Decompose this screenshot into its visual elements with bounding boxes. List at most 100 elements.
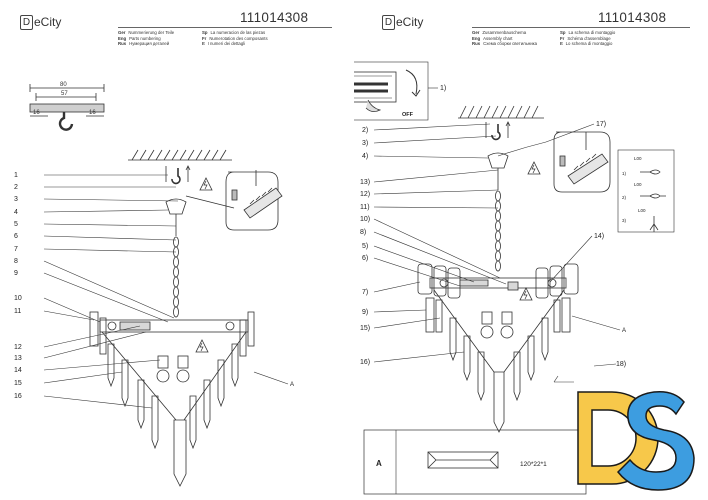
callout-a-label: A <box>622 328 626 334</box>
step-label: 17) <box>596 121 606 128</box>
step-label: 8) <box>360 229 366 236</box>
svg-text:L00: L00 <box>634 156 642 161</box>
step-label: 18) <box>616 361 626 368</box>
part-label: 15 <box>14 380 22 387</box>
ceiling-hook <box>171 168 181 185</box>
step-label: 7) <box>362 289 368 296</box>
frame-bolt-right <box>225 321 235 331</box>
screw-arrow <box>185 165 191 171</box>
parts-diagram: 80 57 16 16 1 2 3 4 5 6 7 8 9 10 11 12 1… <box>14 82 294 487</box>
crystal-row-left <box>89 311 107 355</box>
part-number-labels: 1 2 3 4 5 6 7 8 9 10 11 12 13 14 15 16 <box>14 172 22 400</box>
junction-box <box>119 321 151 331</box>
step-label: 11) <box>360 204 370 211</box>
crystal-row-lower <box>425 297 571 333</box>
wiring-leader <box>185 195 235 209</box>
hanging-crystals-left <box>107 343 159 450</box>
bracket-dim-left: 16 <box>33 110 40 116</box>
step-label: 2) <box>362 127 368 134</box>
step-label: 12) <box>360 191 370 198</box>
part-label: 14 <box>14 367 22 374</box>
frame-bolt-left <box>107 321 117 331</box>
ceiling-hatch <box>458 105 544 119</box>
ceiling-hatch <box>128 149 232 161</box>
callout-a-label: A <box>290 382 294 388</box>
step-label: 9) <box>362 309 368 316</box>
brand-logo-mark: D <box>20 14 33 30</box>
part-label: 10 <box>14 295 22 302</box>
step-label: 5) <box>362 243 368 250</box>
part-label: 12 <box>14 344 22 351</box>
arm-right <box>183 331 247 421</box>
ceiling-canopy <box>487 152 509 169</box>
step-leaders <box>373 123 621 367</box>
mounting-bracket-detail <box>29 84 105 131</box>
svg-text:3): 3) <box>622 218 627 223</box>
central-pendant-crystal <box>173 419 187 487</box>
chandelier-frame <box>429 277 567 289</box>
ds-logo-s-icon <box>617 390 695 491</box>
part-label: 8 <box>14 258 18 265</box>
step-label: 16) <box>360 359 370 366</box>
step-label: 14) <box>594 233 604 240</box>
model-number: 111014308 <box>240 10 309 25</box>
svg-text:1): 1) <box>622 171 627 176</box>
header-divider <box>472 27 690 28</box>
warning-triangle-icon <box>519 287 533 301</box>
step-label: 15) <box>360 325 370 332</box>
brand-logo-mark: D <box>382 14 395 30</box>
part-label: 4 <box>14 209 18 216</box>
switch-off-detail <box>354 61 429 121</box>
ds-watermark-logo <box>577 390 695 491</box>
part-label: 13 <box>14 355 22 362</box>
part-label: 16 <box>14 393 22 400</box>
part-a-size: 120*22*1 <box>520 461 547 468</box>
wiring-steps-panel <box>617 149 675 233</box>
step-label: 3) <box>362 140 368 147</box>
svg-text:L00: L00 <box>638 208 646 213</box>
part-label: 3 <box>14 196 18 203</box>
brand-logo-text: eCity <box>396 15 424 29</box>
bracket-dim-right: 16 <box>89 110 96 116</box>
step-label: 13) <box>360 179 370 186</box>
bulb-left <box>480 311 494 339</box>
step-label: 4) <box>362 153 368 160</box>
part-label: 6 <box>14 233 18 240</box>
brand-logo-text: eCity <box>34 15 62 29</box>
svg-text:2): 2) <box>622 195 627 200</box>
step-label: 1) <box>440 85 446 92</box>
bracket-dim-inner: 57 <box>61 91 68 97</box>
step-label: 10) <box>360 216 370 223</box>
hanging-crystals <box>449 317 549 433</box>
part-label: 2 <box>14 184 18 191</box>
crystal-row-right <box>239 311 255 357</box>
warning-triangle-icon <box>527 161 541 175</box>
bracket-dim-overall: 80 <box>60 82 67 88</box>
model-number: 111014308 <box>598 10 667 25</box>
header-divider <box>118 27 332 28</box>
part-leaders <box>43 174 289 409</box>
wiring-detail-bubble <box>225 170 283 231</box>
bulb-right <box>500 311 514 339</box>
suspension-chain <box>495 190 501 272</box>
warning-triangle-icon <box>195 339 209 353</box>
part-a-label: A <box>376 459 382 468</box>
